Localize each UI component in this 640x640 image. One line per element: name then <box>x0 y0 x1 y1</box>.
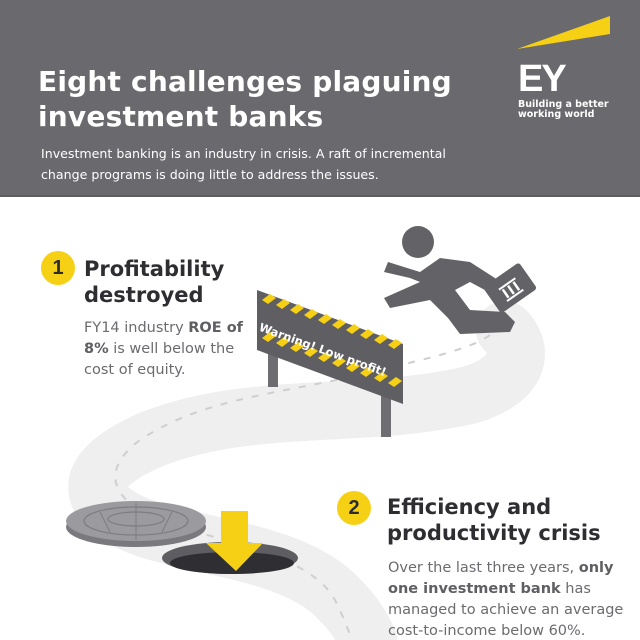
down-arrow-icon <box>206 511 263 571</box>
challenge-1-number-badge: 1 <box>41 251 75 285</box>
challenge-1-body: FY14 industry ROE of 8% is well below th… <box>84 320 243 378</box>
running-banker-icon <box>384 226 537 334</box>
challenge-2-heading: Efficiency and productivity crisis <box>387 495 601 545</box>
manhole-cover-icon <box>66 501 206 547</box>
road-icon <box>68 301 545 640</box>
subtitle-line-2: change programs is doing little to addre… <box>41 167 379 182</box>
yellow-beam-icon <box>517 16 610 49</box>
challenge-1-heading: Profitability destroyed <box>84 257 225 307</box>
logo-tagline: Building a better working world <box>518 99 609 120</box>
warning-barrier-icon <box>257 290 403 437</box>
title-line-1: Eight challenges plaguing <box>38 65 452 98</box>
road-illustration <box>66 226 545 640</box>
subtitle-line-1: Investment banking is an industry in cri… <box>41 146 446 161</box>
ey-logo: EY Building a better working world <box>515 14 615 124</box>
header-banner: Eight challenges plaguing investment ban… <box>0 0 640 197</box>
page-subtitle: Investment banking is an industry in cri… <box>41 143 461 185</box>
challenge-2-number-badge: 2 <box>337 491 371 525</box>
title-line-2: investment banks <box>38 100 324 133</box>
challenge-2-body: Over the last three years, only one inve… <box>388 560 624 639</box>
page-title: Eight challenges plaguing investment ban… <box>38 64 478 134</box>
logo-mark: EY <box>518 58 567 100</box>
